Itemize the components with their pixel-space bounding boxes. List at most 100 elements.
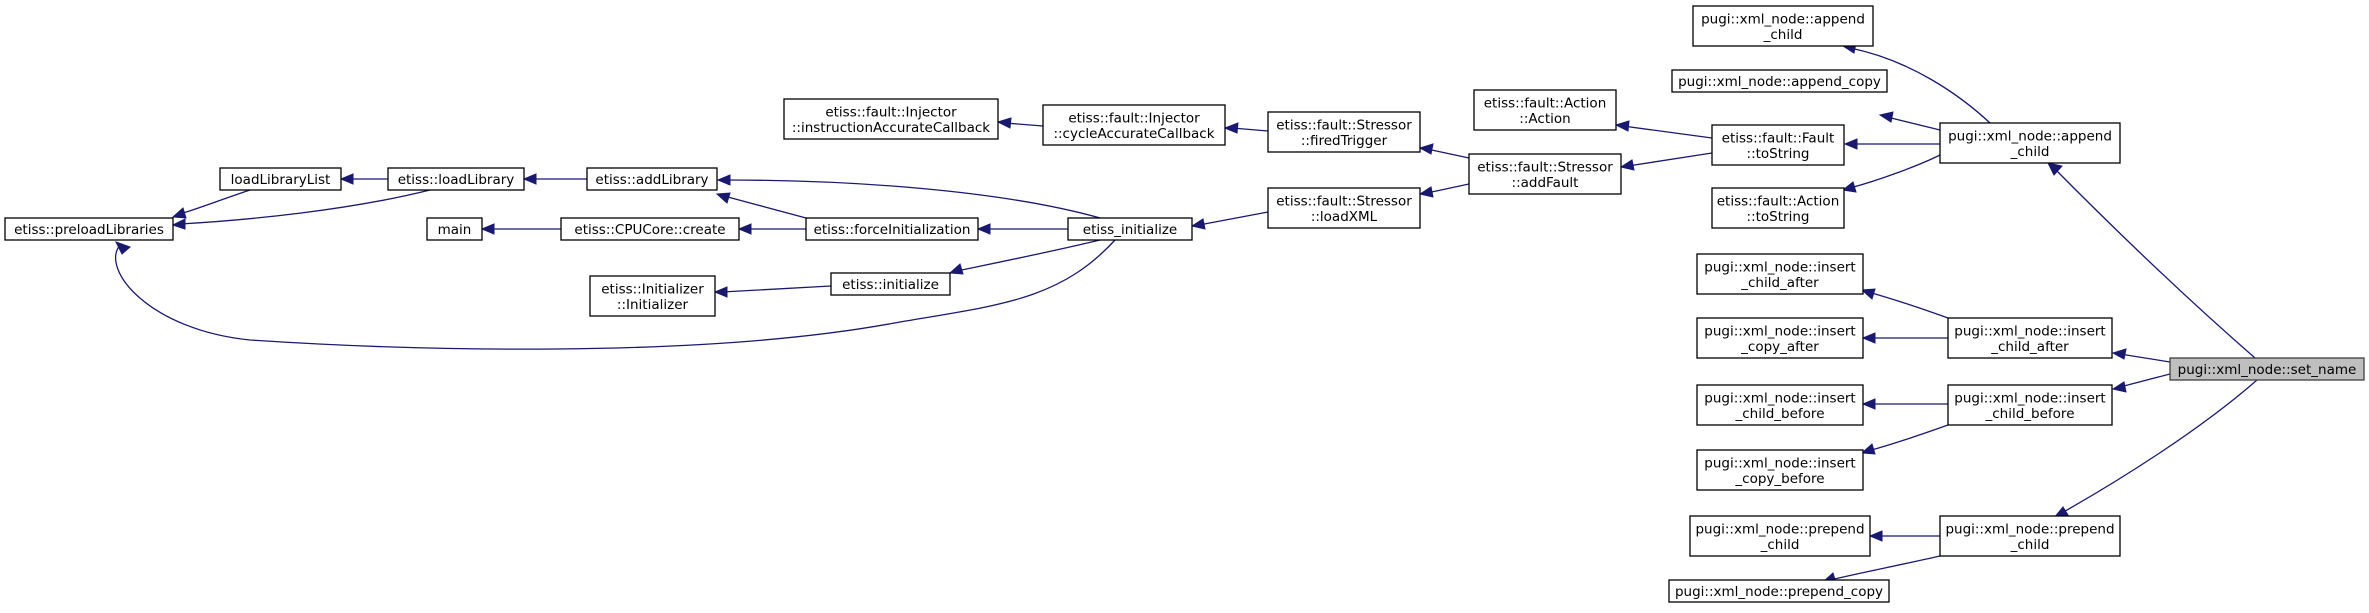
- node-label: _child: [1760, 537, 1800, 553]
- edge-loadlibrarylist-to-preload: [171, 189, 251, 219]
- node-box[interactable]: [426, 217, 483, 241]
- node-etiss_initialize[interactable]: etiss_initialize: [1067, 217, 1193, 241]
- node-action_tostring[interactable]: etiss::fault::Action::toString: [1711, 187, 1845, 229]
- edge-line: [2119, 373, 2171, 388]
- node-box[interactable]: [1696, 384, 1864, 426]
- node-fault_tostring[interactable]: etiss::fault::Fault::toString: [1711, 124, 1845, 166]
- node-initialize[interactable]: etiss::initialize: [830, 272, 951, 296]
- arrowhead-icon: [1843, 138, 1858, 150]
- node-insert_child_after_r[interactable]: pugi::xml_node::insert_child_after: [1947, 317, 2113, 359]
- node-set_name[interactable]: pugi::xml_node::set_name: [2169, 357, 2365, 381]
- node-label: etiss::Initializer: [601, 281, 704, 297]
- node-prepend_copy[interactable]: pugi::xml_node::prepend_copy: [1668, 579, 1890, 603]
- node-insert_child_before_r[interactable]: pugi::xml_node::insert_child_before: [1947, 384, 2113, 426]
- node-box[interactable]: [586, 167, 718, 191]
- node-box[interactable]: [1947, 317, 2113, 359]
- node-insert_child_before_l[interactable]: pugi::xml_node::insert_child_before: [1696, 384, 1864, 426]
- node-box[interactable]: [1468, 153, 1622, 195]
- node-loadlibrarylist[interactable]: loadLibraryList: [219, 167, 342, 191]
- node-label: etiss::fault::Action: [1717, 193, 1840, 209]
- node-append_child_r[interactable]: pugi::xml_node::append_child: [1939, 122, 2121, 164]
- edge-set_name-to-insert_child_after_r: [2111, 348, 2171, 363]
- edge-cpucore_create-to-main: [480, 223, 561, 235]
- arrowhead-icon: [2111, 348, 2127, 360]
- node-prepend_child_l[interactable]: pugi::xml_node::prepend_child: [1689, 515, 1871, 557]
- node-box[interactable]: [1042, 104, 1226, 146]
- edge-line: [179, 189, 431, 225]
- node-insert_copy_before[interactable]: pugi::xml_node::insert_copy_before: [1696, 449, 1864, 491]
- node-addlibrary[interactable]: etiss::addLibrary: [586, 167, 718, 191]
- node-label: etiss_initialize: [1083, 222, 1177, 238]
- node-label: etiss::fault::Stressor: [1276, 193, 1412, 209]
- node-box[interactable]: [783, 98, 999, 140]
- edge-line: [1627, 152, 1713, 167]
- node-initializer[interactable]: etiss::Initializer::Initializer: [589, 275, 716, 317]
- node-action_action[interactable]: etiss::fault::Action::Action: [1473, 89, 1617, 131]
- node-box[interactable]: [1696, 253, 1864, 295]
- node-box[interactable]: [1939, 515, 2121, 557]
- node-box[interactable]: [2169, 357, 2365, 381]
- arrowhead-icon: [1614, 120, 1630, 132]
- node-cpucore_create[interactable]: etiss::CPUCore::create: [560, 217, 740, 241]
- edge-line: [2051, 165, 2256, 359]
- arrowhead-icon: [713, 286, 728, 298]
- node-label: _child: [2010, 144, 2050, 160]
- node-label: _child_after: [1740, 275, 1819, 291]
- edge-fault_tostring-to-action_action: [1868, 530, 1940, 542]
- node-prepend_child_r[interactable]: pugi::xml_node::prepend_child: [1939, 515, 2121, 557]
- node-append_copy[interactable]: pugi::xml_node::append_copy: [1671, 69, 1888, 93]
- node-box[interactable]: [560, 217, 740, 241]
- node-box[interactable]: [1939, 122, 2121, 164]
- node-label: ::cycleAccurateCallback: [1053, 126, 1214, 142]
- node-label: etiss::preloadLibraries: [14, 222, 164, 238]
- node-insert_copy_after[interactable]: pugi::xml_node::insert_copy_after: [1696, 317, 1864, 359]
- node-box[interactable]: [1696, 449, 1864, 491]
- edge-insert_child_after_r-to-insert_child_after_l: [1614, 120, 1713, 139]
- node-label: ::Initializer: [617, 297, 689, 313]
- node-box[interactable]: [830, 272, 951, 296]
- node-box[interactable]: [387, 167, 525, 191]
- node-box[interactable]: [4, 217, 174, 241]
- node-box[interactable]: [805, 217, 979, 241]
- node-box[interactable]: [1711, 187, 1845, 229]
- edge-stressor_loadxml-to-etiss_initialize: [1190, 211, 1269, 230]
- node-box[interactable]: [1473, 89, 1617, 131]
- node-box[interactable]: [1696, 317, 1864, 359]
- node-loadlibrary[interactable]: etiss::loadLibrary: [387, 167, 525, 191]
- node-preload[interactable]: etiss::preloadLibraries: [4, 217, 174, 241]
- edge-forceinit-to-addlibrary: [715, 192, 807, 219]
- node-label: etiss::loadLibrary: [398, 172, 515, 188]
- node-box[interactable]: [1668, 579, 1890, 603]
- node-injector_instr[interactable]: etiss::fault::Injector::instructionAccur…: [783, 98, 999, 140]
- node-box[interactable]: [219, 167, 342, 191]
- node-box[interactable]: [1267, 187, 1421, 229]
- arrowhead-icon: [1860, 288, 1876, 300]
- node-box[interactable]: [589, 275, 716, 317]
- node-forceinit[interactable]: etiss::forceInitialization: [805, 217, 979, 241]
- arrowhead-icon: [2111, 381, 2127, 393]
- node-stressor_loadxml[interactable]: etiss::fault::Stressor::loadXML: [1267, 187, 1421, 229]
- edge-initialize-to-initializer: [713, 285, 832, 298]
- node-box[interactable]: [1711, 124, 1845, 166]
- node-injector_cycle[interactable]: etiss::fault::Injector::cycleAccurateCal…: [1042, 104, 1226, 146]
- edge-stressor_addfault-to-stressor_loadxml: [1418, 183, 1470, 198]
- node-box[interactable]: [1267, 111, 1421, 153]
- arrowhead-icon: [171, 218, 186, 230]
- edge-prepend_child_r-to-prepend_child_l: [1861, 398, 1948, 410]
- arrowhead-icon: [522, 173, 537, 185]
- arrowhead-icon: [1861, 398, 1876, 410]
- node-stressor_firedtrigger[interactable]: etiss::fault::Stressor::firedTrigger: [1267, 111, 1421, 153]
- node-label: etiss::CPUCore::create: [574, 222, 725, 238]
- node-append_child_l[interactable]: pugi::xml_node::append_child: [1692, 5, 1874, 47]
- edge-line: [2059, 379, 2258, 515]
- node-label: ::toString: [1747, 209, 1810, 225]
- node-box[interactable]: [1689, 515, 1871, 557]
- node-label: ::firedTrigger: [1301, 133, 1388, 149]
- node-box[interactable]: [1067, 217, 1193, 241]
- node-box[interactable]: [1671, 69, 1888, 93]
- node-insert_child_after_l[interactable]: pugi::xml_node::insert_child_after: [1696, 253, 1864, 295]
- node-main[interactable]: main: [426, 217, 483, 241]
- node-box[interactable]: [1947, 384, 2113, 426]
- node-stressor_addfault[interactable]: etiss::fault::Stressor::addFault: [1468, 153, 1622, 195]
- node-box[interactable]: [1692, 5, 1874, 47]
